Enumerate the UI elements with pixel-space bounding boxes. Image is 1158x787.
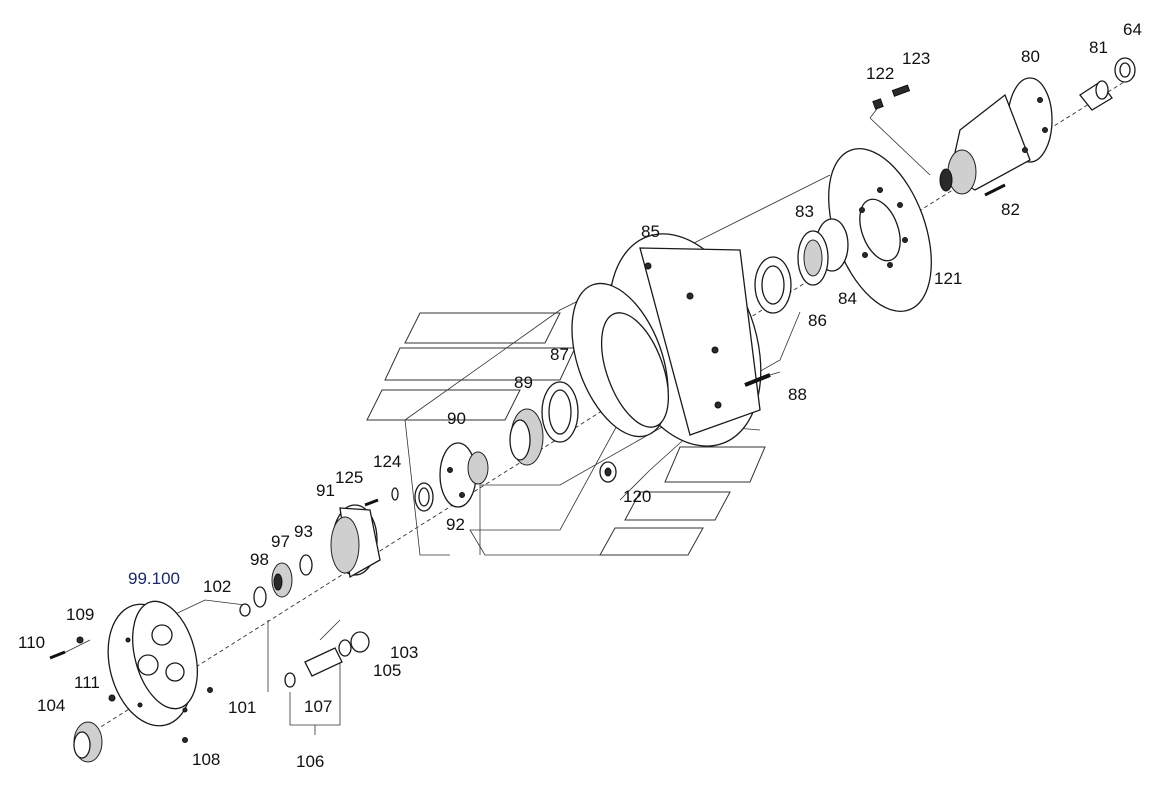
label-125: 125 [335,468,363,487]
part-99-100-cover [107,600,198,727]
part-91-ring-gear [330,504,381,579]
part-80-spindle [939,77,1053,195]
part-92-ring [414,482,434,512]
label-87: 87 [550,345,569,364]
label-box-4 [664,446,766,483]
part-83-84-bearing [797,218,849,286]
part-87-ring [541,381,579,443]
part-93-97-98-gear-stack [253,554,313,608]
part-104-gear [73,721,103,763]
label-121: 121 [934,269,962,288]
part-86-seal [754,256,792,314]
label-108: 108 [192,750,220,769]
label-box-6 [599,527,704,556]
part-81-sleeve [1079,80,1113,111]
label-109: 109 [66,605,94,624]
label-99-100: 99.100 [128,569,180,588]
label-92: 92 [446,515,465,534]
label-81: 81 [1089,38,1108,57]
label-122: 122 [866,64,894,83]
label-106: 106 [296,752,324,771]
label-88: 88 [788,385,807,404]
label-103: 103 [390,643,418,662]
label-98: 98 [250,550,269,569]
part-120-plug [599,461,617,483]
part-64-seal-ring [1114,57,1136,83]
label-boxes [366,312,766,556]
label-box-3 [366,389,521,421]
label-123: 123 [902,49,930,68]
part-88-bolt [744,373,771,387]
label-89: 89 [514,373,533,392]
label-111: 111 [74,673,100,692]
label-box-5 [624,491,731,521]
part-90-carrier [439,442,489,508]
label-box-2 [384,347,576,381]
label-86: 86 [808,311,827,330]
part-122-123-fasteners [872,84,911,110]
part-124-125-pins [364,487,399,507]
part-89-gear [509,408,544,466]
part-82-bolt [984,183,1006,197]
part-102-washer [239,603,251,617]
label-83: 83 [795,202,814,221]
label-82: 82 [1001,200,1020,219]
label-101: 101 [228,698,256,717]
label-107: 107 [304,697,332,716]
label-80: 80 [1021,47,1040,66]
label-84: 84 [838,289,857,308]
label-97: 97 [271,532,290,551]
label-124: 124 [373,452,401,471]
part-103-105-107-shaft [284,631,370,688]
part-labels: 64 80 81 82 83 84 85 86 87 88 89 90 91 9… [18,20,1142,771]
label-93: 93 [294,522,313,541]
label-110: 110 [18,633,45,652]
label-64: 64 [1123,20,1142,39]
label-91: 91 [316,481,335,500]
part-109-110-111-fasteners [49,636,213,743]
label-104: 104 [37,696,65,715]
label-90: 90 [447,409,466,428]
label-85: 85 [641,222,660,241]
label-102: 102 [203,577,231,596]
label-box-1 [404,312,561,344]
part-85-housing [571,233,762,447]
label-105: 105 [373,661,401,680]
label-120: 120 [623,487,651,506]
